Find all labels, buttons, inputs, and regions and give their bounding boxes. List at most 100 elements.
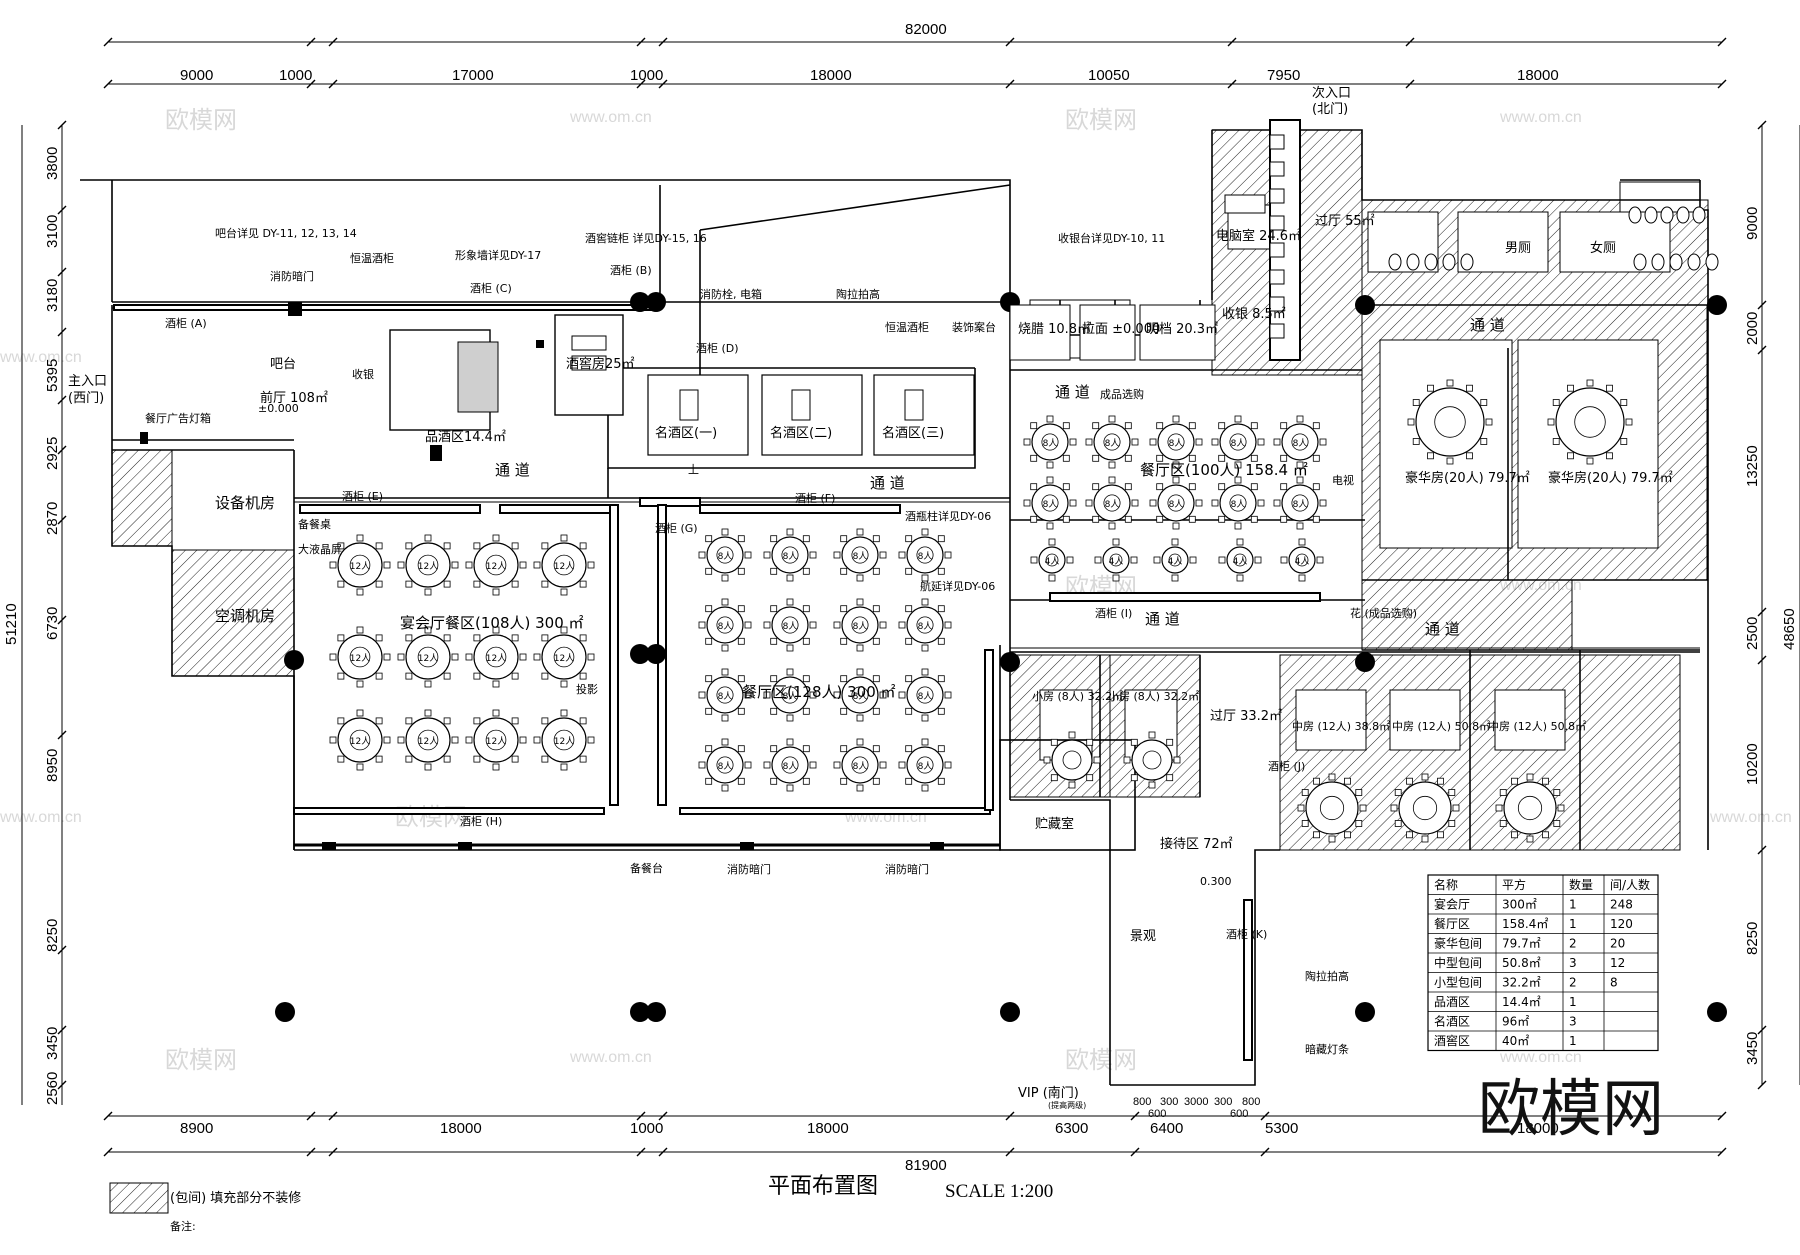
legend-note: (包间) 填充部分不装修	[170, 1190, 301, 1206]
room-label-small2: 小房 (8人) 32.2㎡	[1108, 690, 1199, 703]
summary-cell: 32.2㎡	[1502, 976, 1541, 990]
dim-tick	[306, 1111, 316, 1121]
dim-tick	[103, 37, 113, 47]
table-seat-label: 4人	[1045, 556, 1060, 567]
round-table: 8人	[898, 528, 952, 582]
room-label-lobby: 前厅 108㎡	[260, 390, 328, 406]
dim-tick	[1130, 1147, 1140, 1157]
table-seat-label: 12人	[486, 561, 506, 572]
cabinet-cell	[1269, 161, 1285, 177]
table-seat-label: 8人	[853, 551, 868, 562]
watermark: www.om.cn	[1709, 809, 1792, 826]
dim-tick	[328, 79, 338, 89]
summary-table-frame	[1427, 874, 1659, 1052]
annotation: 形象墙详见DY-17	[455, 248, 541, 262]
dim-label: 600	[1148, 1108, 1166, 1120]
dim-tick	[57, 120, 67, 130]
table-seat-label: 8人	[1105, 499, 1120, 510]
dim-tick	[1717, 79, 1727, 89]
wall-blocks	[140, 302, 944, 850]
round-table: 12人	[465, 534, 527, 596]
dim-tick	[57, 515, 67, 525]
toilet-fixture	[1692, 206, 1706, 224]
toilet-fixture	[1406, 253, 1420, 271]
cabinet-cell	[1269, 269, 1285, 285]
table-seat-label: 4人	[1295, 556, 1310, 567]
dim-label: 6730	[44, 607, 61, 640]
dim-tick	[57, 327, 67, 337]
column	[284, 650, 304, 670]
watermark: www.om.cn	[0, 349, 82, 366]
round-table: 12人	[329, 626, 391, 688]
round-table: 8人	[698, 598, 752, 652]
room-label-dining100: 餐厅区(100人) 158.4 ㎡	[1140, 461, 1308, 479]
dim-label: 3450	[44, 1027, 61, 1060]
round-table: 8人	[763, 668, 817, 722]
annotation: 暗藏灯条	[1305, 1042, 1349, 1056]
table-seat-label: 8人	[718, 621, 733, 632]
dim-label: 13250	[1744, 445, 1761, 487]
annotation: 酒柜 (E)	[342, 490, 383, 503]
watermark: 欧模网	[165, 1046, 237, 1074]
dim-tick	[57, 205, 67, 215]
dim-tick	[1757, 845, 1767, 855]
table-seat-label: 12人	[350, 653, 370, 664]
summary-cell: 餐厅区	[1434, 916, 1470, 931]
dim-tick	[636, 79, 646, 89]
table-seat-label: 12人	[418, 561, 438, 572]
round-table: 8人	[1211, 476, 1265, 530]
dim-tick	[1717, 1111, 1727, 1121]
room-label-lux2: 豪华房(20人) 79.7㎡	[1548, 470, 1673, 486]
cabinet-cell	[1269, 134, 1285, 150]
round-table: 12人	[465, 709, 527, 771]
table-seat-label: 12人	[554, 653, 574, 664]
round-table: 12人	[397, 534, 459, 596]
round-table: 12人	[329, 709, 391, 771]
dim-tick	[636, 1147, 646, 1157]
room-label-wine3: 名酒区(三)	[882, 425, 944, 441]
watermark: www.om.cn	[1499, 1049, 1582, 1066]
dim-tick	[1757, 655, 1767, 665]
round-table: 8人	[833, 738, 887, 792]
annotation: 酒柜 (D)	[696, 342, 739, 355]
round-table	[1297, 773, 1367, 843]
table-seat-label: 8人	[1043, 438, 1058, 449]
cabinet-cell	[1269, 215, 1285, 231]
dim-label: 6300	[1055, 1120, 1088, 1137]
toilet-fixture	[1705, 253, 1719, 271]
dim-label: 18000	[440, 1120, 482, 1137]
table-seat-label: 8人	[783, 621, 798, 632]
round-table: 8人	[698, 668, 752, 722]
round-table: 8人	[1085, 415, 1139, 469]
dim-label: 2925	[44, 437, 61, 470]
summary-cell: 1	[1569, 1034, 1577, 1048]
dim-tick	[1005, 1147, 1015, 1157]
dim-tick	[1227, 37, 1237, 47]
column	[646, 292, 666, 312]
table-seat-label: 8人	[1293, 438, 1308, 449]
dim-tick	[658, 1111, 668, 1121]
room-label-wc-m: 男厕	[1505, 241, 1531, 256]
round-table: 12人	[533, 709, 595, 771]
annotation: 酒柜 (I)	[1095, 607, 1132, 620]
table-seat-label: 8人	[918, 761, 933, 772]
room-label-computer: 电脑室 24.6㎡	[1216, 228, 1301, 244]
annotation: 消防暗门	[727, 862, 771, 876]
cabinet-cell	[1269, 296, 1285, 312]
annotation: 消防暗门	[885, 862, 929, 876]
dim-tick	[1260, 1147, 1270, 1157]
structural-columns	[275, 292, 1727, 1022]
room-label-dining128: 餐厅区(128人) 300 ㎡	[742, 683, 896, 701]
table-seat-label: 4人	[1233, 556, 1248, 567]
corridor-labels: 通 道 通 道 通 道 通 道 通 道 通 道	[495, 316, 1505, 638]
dimension-labels: 82000 9000 1000 17000 1000 18000 10050 7…	[3, 21, 1798, 1174]
legend-hatch-swatch	[109, 1182, 169, 1214]
round-table: 8人	[1085, 476, 1139, 530]
round-table: 8人	[1023, 476, 1077, 530]
table-seat-label: 8人	[1231, 438, 1246, 449]
room-label-banquet: 宴会厅餐区(108人) 300 ㎡	[400, 614, 584, 632]
column	[1707, 295, 1727, 315]
column	[1707, 1002, 1727, 1022]
